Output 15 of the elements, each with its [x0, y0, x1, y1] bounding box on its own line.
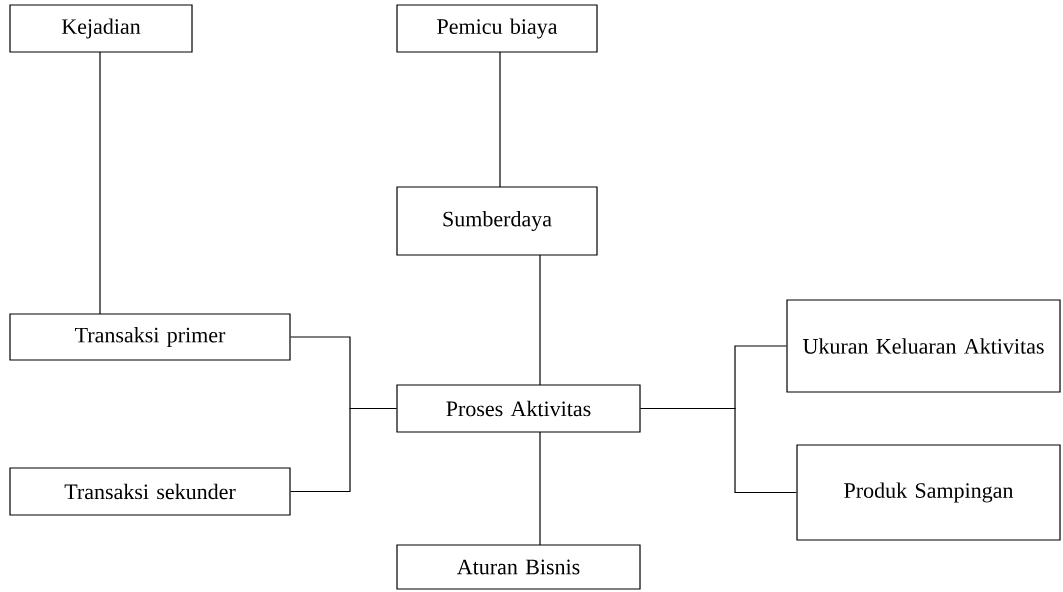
process-box: Pemicu biaya [396, 4, 598, 53]
connector-line [640, 407, 797, 494]
process-box: Transaksi primer [9, 313, 291, 361]
process-box: Ukuran Keluaran Aktivitas [786, 299, 1061, 393]
process-box: Transaksi sekunder [9, 467, 291, 516]
process-box: Aturan Bisnis [396, 544, 641, 590]
connector-line [539, 254, 541, 386]
connector-line [539, 431, 541, 546]
connector-line [290, 407, 397, 493]
process-box: Sumberdaya [396, 186, 598, 256]
connector-line [99, 51, 101, 315]
process-box: Kejadian [9, 4, 193, 53]
process-box: Produk Sampingan [796, 444, 1061, 541]
process-box: Proses Aktivitas [396, 384, 641, 433]
connector-line [499, 51, 501, 188]
